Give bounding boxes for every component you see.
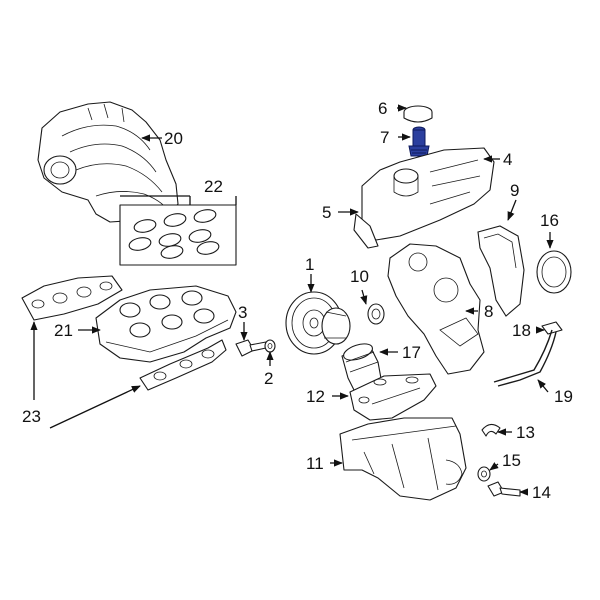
callout-17: 17 [402,343,421,362]
callout-10: 10 [350,267,369,286]
drain-plug [487,481,521,497]
callout-23: 23 [22,407,41,426]
rear-main-seal [536,250,572,294]
callout-15: 15 [502,451,521,470]
oil-filler-cap [403,105,433,123]
upper-intake-manifold [37,101,179,223]
timing-cover [387,243,485,375]
callout-7: 7 [380,128,389,147]
callout-14: 14 [532,483,551,502]
callout-21: 21 [54,321,73,340]
timing-cover-gasket [477,225,525,317]
callout-6: 6 [378,99,387,118]
callout-11: 11 [306,454,324,473]
callout-3: 3 [238,303,247,322]
rear-seal-half [481,423,501,437]
callout-19: 19 [554,387,573,406]
callout-13: 13 [516,423,535,442]
callout-9: 9 [510,181,519,200]
callout-2: 2 [264,369,273,388]
crankshaft-pulley [285,291,351,355]
lower-intake-manifold [95,285,237,363]
callout-16: 16 [540,211,559,230]
valve-cover-assembly [353,147,495,249]
drain-plug-gasket [477,466,491,482]
callout-8: 8 [484,302,493,321]
lower-intake-gasket-right [139,339,227,391]
callout-5: 5 [322,203,331,222]
dipstick-handle [541,321,563,335]
mounting-bolt [235,339,267,357]
oil-pan [339,417,467,501]
callout-12: 12 [306,387,325,406]
callout-labels: 1 2 3 4 5 6 7 8 9 10 11 12 13 14 15 16 1… [22,99,573,502]
washer [264,339,276,353]
intake-gasket-set [119,204,237,266]
callout-22: 22 [204,177,223,196]
callout-4: 4 [503,150,512,169]
dipstick-tube [493,329,557,387]
oil-filler-tube-highlighted [408,126,430,157]
oil-pump-screen [349,373,437,421]
callout-1: 1 [305,255,314,274]
callout-18: 18 [512,321,531,340]
leader-lines [30,104,554,496]
crankshaft-front-seal [367,303,385,325]
lower-intake-gasket-left [21,275,123,321]
callout-20: 20 [164,129,183,148]
